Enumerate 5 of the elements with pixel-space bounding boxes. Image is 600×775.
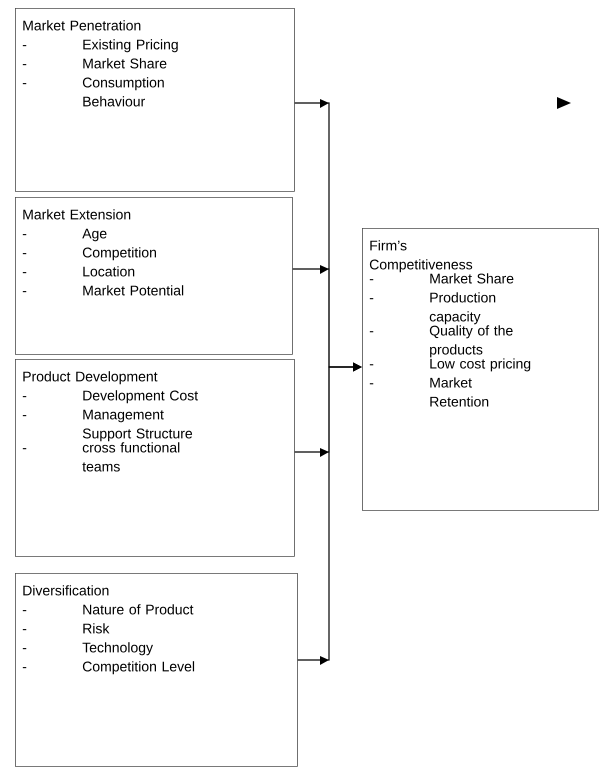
text-box: Product Development - Development Cost - Management Support Structure - cross functional teams xyxy=(15,359,295,557)
text-box: Firm’s Competitiveness - Market Share - Production capacity - Quality of the products - Low cost pricing - Market Retention xyxy=(362,228,599,511)
text-box: Diversification - Nature of Product - Risk - Technology - Competition Level xyxy=(15,573,298,767)
text-box: Market Extension - Age - Competition - Location - Market Potential xyxy=(15,197,293,355)
text-box: Market Penetration - Existing Pricing - Market Share - Consumption Behaviour xyxy=(15,8,295,192)
